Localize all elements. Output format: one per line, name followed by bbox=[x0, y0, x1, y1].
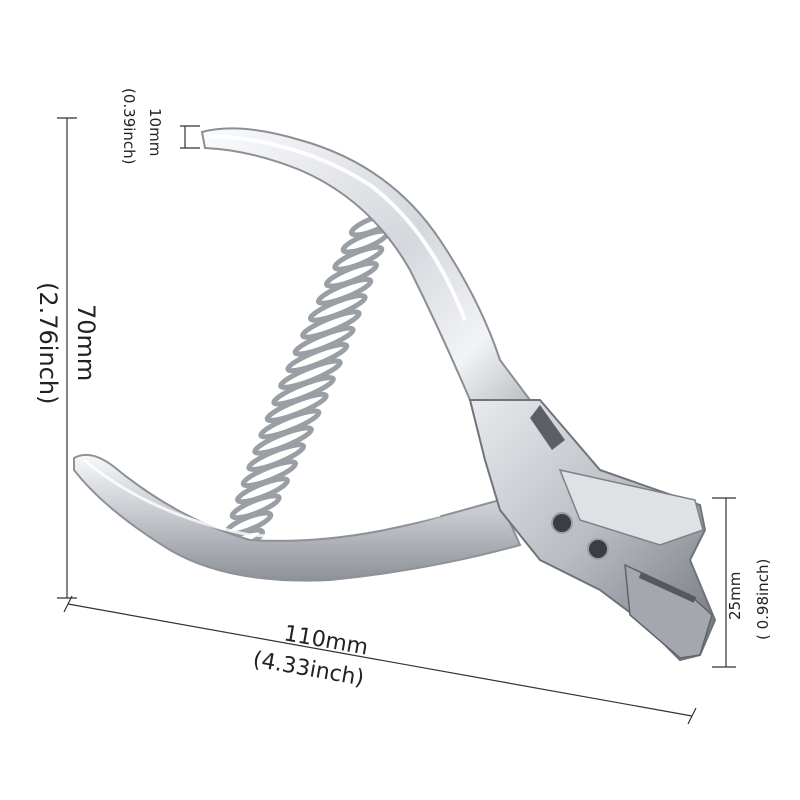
rivet-icon bbox=[551, 512, 573, 534]
spring-image bbox=[218, 212, 396, 553]
dimension-lines bbox=[57, 117, 736, 725]
length-dimension-line bbox=[67, 603, 693, 717]
spring-coil bbox=[258, 408, 322, 440]
punch-depth-metric-label: 25mm bbox=[726, 572, 744, 620]
spring-coil bbox=[246, 442, 307, 472]
spring-coil bbox=[307, 293, 368, 323]
spring-coil bbox=[252, 425, 314, 456]
height-imperial-label: (2.76inch) bbox=[34, 282, 62, 404]
rivet-icon bbox=[587, 538, 609, 560]
punch-depth-imperial-label: ( 0.98inch) bbox=[754, 559, 772, 640]
height-metric-label: 70mm bbox=[72, 304, 100, 381]
spring-coil bbox=[300, 309, 362, 340]
tip-gap-imperial-label: (0.39inch) bbox=[120, 88, 138, 165]
spring-coil bbox=[264, 391, 329, 424]
lower-handle bbox=[73, 454, 522, 582]
spring-coil bbox=[271, 375, 336, 407]
tip-gap-metric-label: 10mm bbox=[146, 108, 164, 156]
spring-coil bbox=[292, 325, 356, 357]
spring-coil bbox=[285, 341, 350, 374]
spring-coil bbox=[278, 358, 343, 390]
